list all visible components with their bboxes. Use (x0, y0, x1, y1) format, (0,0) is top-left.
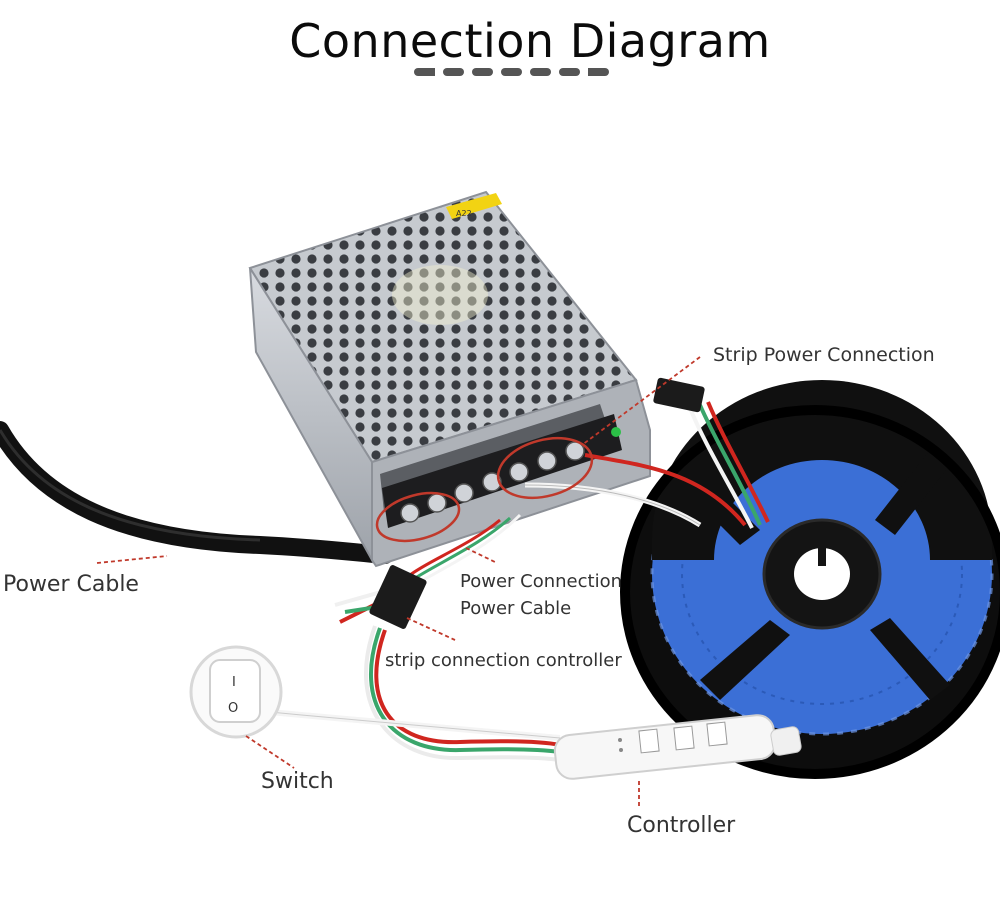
switch-on-mark: I (232, 675, 236, 690)
label-power-cable-2: Power Cable (460, 598, 572, 619)
label-strip-power-connection: Strip Power Connection (713, 344, 935, 366)
leader-strip-connection (406, 617, 456, 641)
mains-power-cable (0, 421, 394, 564)
label-power-cable: Power Cable (3, 572, 139, 597)
diagram-title: Connection Diagram (289, 14, 771, 68)
label-power-connection: Power Connection (460, 571, 622, 592)
terminal-screws (400, 441, 585, 523)
led-controller (553, 714, 802, 780)
leader-switch (245, 735, 295, 769)
psu-sticker-text: A22 (456, 209, 472, 218)
highlight-circles (375, 436, 594, 543)
title-underline (414, 68, 609, 76)
strip-wires (524, 377, 770, 529)
controller-wires (334, 513, 561, 762)
psu-led-indicator (611, 427, 621, 437)
label-controller: Controller (627, 813, 736, 838)
label-strip-connection-controller: strip connection controller (385, 650, 622, 671)
highlight-power-input (375, 491, 461, 543)
power-supply-unit: A22 (248, 190, 651, 568)
rocker-switch: I O (189, 645, 561, 741)
led-strip-reel (620, 380, 1000, 779)
highlight-power-output (496, 436, 594, 500)
leader-strip-power (581, 356, 701, 446)
leader-power-cable (96, 555, 168, 564)
strip-3pin-connector (653, 377, 705, 413)
leader-power-connection (465, 547, 496, 563)
jst-connector (369, 565, 427, 629)
switch-off-mark: O (228, 701, 238, 716)
label-switch: Switch (261, 769, 334, 794)
leader-lines (96, 356, 701, 806)
